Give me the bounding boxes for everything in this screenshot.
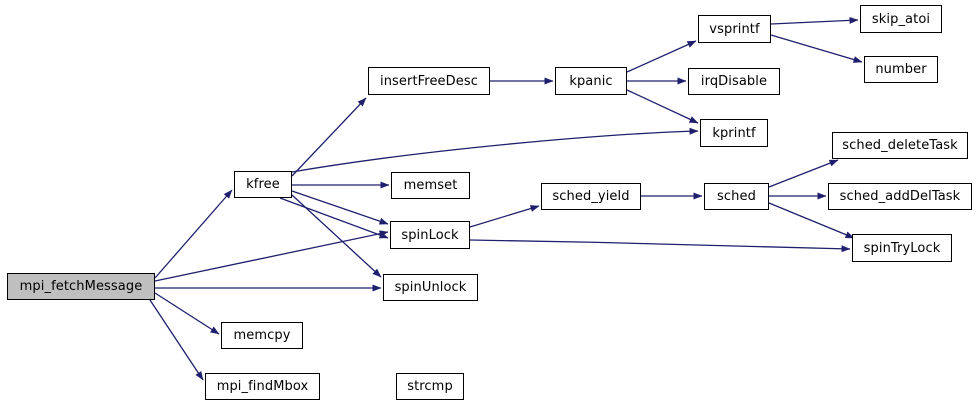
call-edge: [291, 97, 367, 177]
node-memset[interactable]: memset: [391, 172, 470, 199]
call-edge: [149, 299, 204, 381]
node-sched[interactable]: sched: [704, 183, 769, 210]
node-skip_atoi[interactable]: skip_atoi: [860, 5, 942, 33]
node-kfree[interactable]: kfree: [234, 171, 292, 198]
node-spinLock[interactable]: spinLock: [390, 221, 470, 249]
node-number[interactable]: number: [864, 56, 938, 83]
call-edge: [291, 190, 389, 225]
call-edge: [279, 197, 389, 239]
call-edge: [768, 159, 839, 188]
call-edge: [154, 292, 220, 335]
node-mpi_findMbox[interactable]: mpi_findMbox: [205, 373, 320, 400]
node-sched_addDelTask[interactable]: sched_addDelTask: [828, 183, 972, 210]
node-sched_yield[interactable]: sched_yield: [541, 183, 641, 210]
call-edge: [626, 40, 697, 73]
call-edge: [469, 205, 540, 228]
call-edge: [770, 34, 863, 63]
call-edge: [154, 189, 233, 279]
node-kprintf[interactable]: kprintf: [700, 119, 768, 147]
node-spinUnlock[interactable]: spinUnlock: [383, 274, 478, 301]
call-edge: [291, 127, 699, 173]
node-insertFreeDesc[interactable]: insertFreeDesc: [368, 67, 490, 95]
call-edge: [469, 239, 851, 253]
node-sched_deleteTask[interactable]: sched_deleteTask: [832, 132, 968, 159]
call-edge: [768, 202, 855, 239]
node-strcmp[interactable]: strcmp: [396, 373, 464, 400]
call-edge: [770, 16, 859, 25]
call-edge: [291, 194, 382, 278]
node-kpanic[interactable]: kpanic: [555, 67, 627, 95]
call-edge: [154, 230, 389, 282]
call-edge: [626, 89, 699, 124]
node-spinTryLock[interactable]: spinTryLock: [852, 234, 952, 262]
node-mpi_fetchMessage[interactable]: mpi_fetchMessage: [7, 273, 155, 300]
node-vsprintf[interactable]: vsprintf: [698, 15, 771, 43]
node-irqDisable[interactable]: irqDisable: [688, 68, 780, 95]
node-memcpy[interactable]: memcpy: [221, 322, 303, 349]
